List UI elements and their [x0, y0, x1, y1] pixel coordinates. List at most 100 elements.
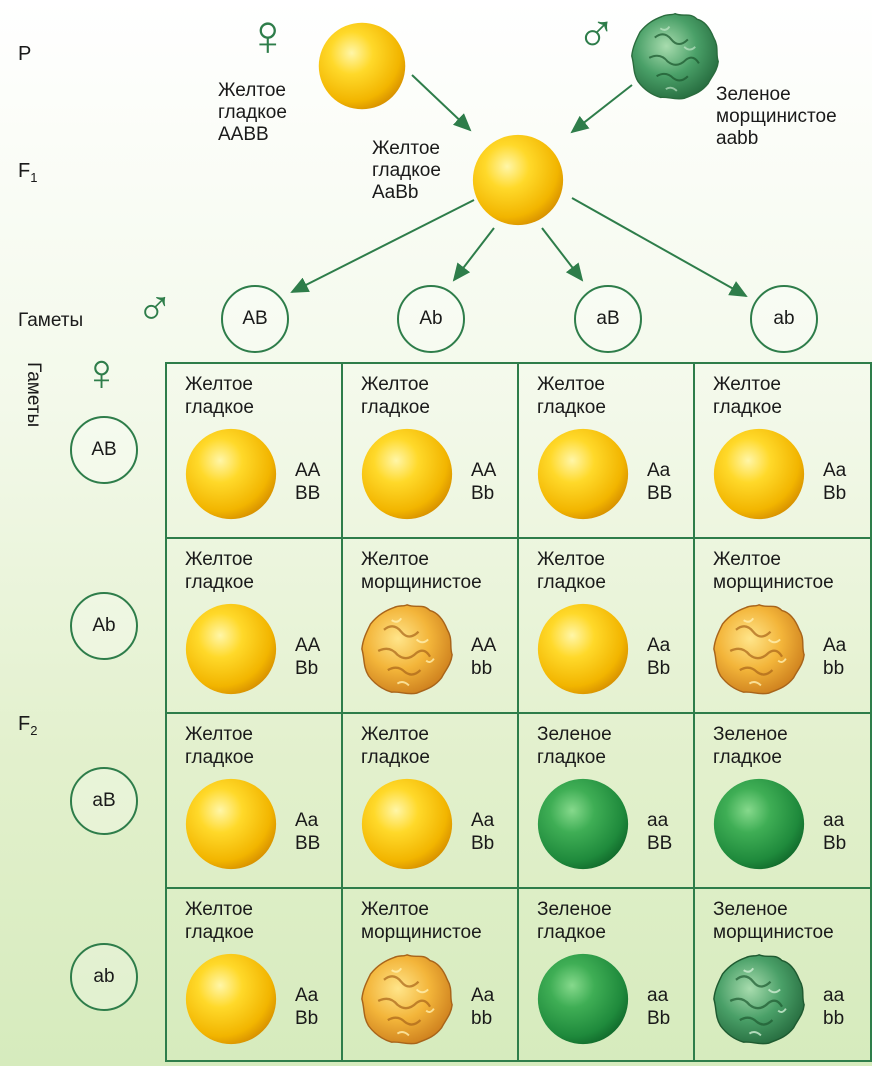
- parent-female-seed: [316, 20, 408, 117]
- genotype-gene-b: Bb: [647, 1008, 671, 1029]
- yellow-smooth-seed-icon: [472, 134, 564, 226]
- yellow-smooth-seed-icon: [537, 428, 629, 520]
- genotype-gene-b: Bb: [295, 658, 319, 679]
- genotype-gene-a: AA: [471, 460, 497, 481]
- cell-phenotype: Желтое гладкое: [361, 724, 430, 768]
- gametes-label-side: Гаметы: [23, 362, 44, 428]
- genotype-gene-a: AA: [295, 460, 321, 481]
- yellow-smooth-seed-icon: [537, 603, 629, 695]
- arrow-f1-to-gamete-AB: [290, 199, 475, 293]
- genotype-gene-b: Bb: [823, 483, 847, 504]
- cell-phenotype: Желтое гладкое: [537, 374, 606, 418]
- f1-seed: [470, 132, 566, 233]
- cell-phenotype: Зеленое гладкое: [537, 899, 612, 943]
- genotype-gene-a: Aa: [647, 460, 671, 481]
- cell-phenotype: Желтое морщинистое: [361, 899, 482, 943]
- genotype-gene-b: Bb: [471, 483, 495, 504]
- generation-label-p: P: [18, 43, 32, 65]
- cell-phenotype: Зеленое гладкое: [537, 724, 612, 768]
- genotype-gene-b: bb: [471, 658, 493, 679]
- genotype-gene-b: BB: [295, 483, 321, 504]
- green-wrinkled-seed-icon: [631, 12, 719, 100]
- cell-phenotype: Зеленое морщинистое: [713, 899, 834, 943]
- male-gamete-AB: AB: [221, 285, 289, 353]
- genotype-gene-a: aa: [823, 985, 845, 1006]
- female-gamete-AB: AB: [70, 416, 138, 484]
- female-gamete-aB: aB: [70, 767, 138, 835]
- female-symbol-icon: ♀: [246, 3, 290, 68]
- gametes-label-top: Гаметы: [18, 310, 84, 331]
- cell-phenotype: Желтое гладкое: [361, 374, 430, 418]
- parent-male-description: Зеленое морщинистое aabb: [716, 84, 837, 149]
- grid-line-horizontal: [165, 537, 872, 539]
- genotype-gene-b: bb: [823, 658, 845, 679]
- genotype-gene-a: aa: [647, 985, 669, 1006]
- genotype-gene-b: Bb: [647, 658, 671, 679]
- yellow-wrinkled-seed-icon: [361, 954, 453, 1045]
- male-gamete-aB: aB: [574, 285, 642, 353]
- yellow-smooth-seed-icon: [318, 22, 406, 110]
- arrow-female-to-f1: [411, 74, 472, 132]
- genotype-gene-b: BB: [647, 483, 673, 504]
- genotype-gene-a: Aa: [647, 635, 671, 656]
- cell-phenotype: Желтое гладкое: [185, 374, 254, 418]
- genotype-gene-b: Bb: [295, 1008, 319, 1029]
- yellow-smooth-seed-icon: [185, 778, 277, 870]
- yellow-smooth-seed-icon: [713, 428, 805, 520]
- arrow-f1-to-gamete-ab: [571, 197, 748, 297]
- genotype-gene-b: BB: [295, 833, 321, 854]
- cell-phenotype: Желтое морщинистое: [361, 549, 482, 593]
- yellow-smooth-seed-icon: [185, 603, 277, 695]
- genotype-gene-a: Aa: [295, 810, 319, 831]
- grid-line-horizontal: [165, 1060, 872, 1062]
- genotype-gene-a: Aa: [823, 460, 847, 481]
- female-gamete-ab: ab: [70, 943, 138, 1011]
- cell-phenotype: Желтое гладкое: [185, 724, 254, 768]
- genotype-gene-a: aa: [823, 810, 845, 831]
- cell-phenotype: Желтое гладкое: [185, 899, 254, 943]
- grid-line-horizontal: [165, 362, 872, 364]
- grid-line-horizontal: [165, 887, 872, 889]
- f1-description: Желтое гладкое AaBb: [372, 138, 441, 203]
- female-gametes-symbol-icon: ♀: [82, 344, 121, 402]
- genotype-gene-a: Aa: [823, 635, 847, 656]
- yellow-smooth-seed-icon: [361, 428, 453, 520]
- male-gamete-ab: ab: [750, 285, 818, 353]
- cell-phenotype: Желтое гладкое: [537, 549, 606, 593]
- arrow-f1-to-gamete-aB: [541, 227, 584, 282]
- generation-label-f2: F2: [18, 713, 38, 738]
- yellow-wrinkled-seed-icon: [713, 604, 805, 695]
- female-gamete-Ab: Ab: [70, 592, 138, 660]
- cell-phenotype: Желтое гладкое: [713, 374, 782, 418]
